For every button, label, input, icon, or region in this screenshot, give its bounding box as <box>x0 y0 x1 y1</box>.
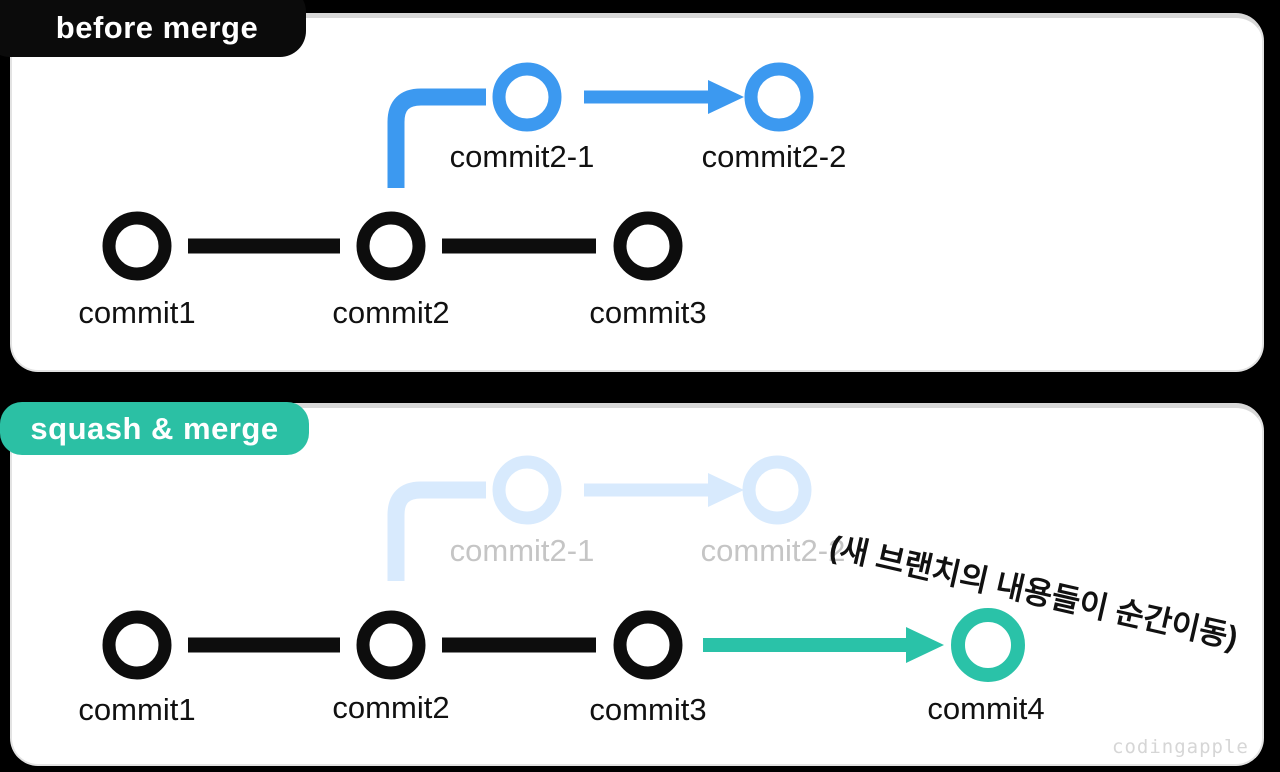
commit4-label: commit4 <box>927 691 1045 726</box>
commit2-label-before: commit2 <box>332 295 450 330</box>
panel-squash-merge <box>10 403 1264 766</box>
faded-commit2-1-label: commit2-1 <box>449 533 595 568</box>
commit3-label-before: commit3 <box>589 295 707 330</box>
badge-squash-merge-label: squash & merge <box>30 410 279 446</box>
commit2-2-label-before: commit2-2 <box>701 139 847 174</box>
panel-before-merge <box>10 13 1264 372</box>
badge-before-merge-label: before merge <box>55 9 259 45</box>
commit3-label-after: commit3 <box>589 692 707 727</box>
commit2-1-label-before: commit2-1 <box>449 139 595 174</box>
commit2-label-after: commit2 <box>332 690 450 725</box>
commit1-label-before: commit1 <box>78 295 196 330</box>
badge-squash-merge: squash & merge <box>0 402 309 455</box>
faded-commit2-2-label: commit2-2 <box>700 533 846 568</box>
badge-before-merge: before merge <box>0 0 306 57</box>
commit1-label-after: commit1 <box>78 692 196 727</box>
watermark: codingapple <box>1112 736 1249 758</box>
